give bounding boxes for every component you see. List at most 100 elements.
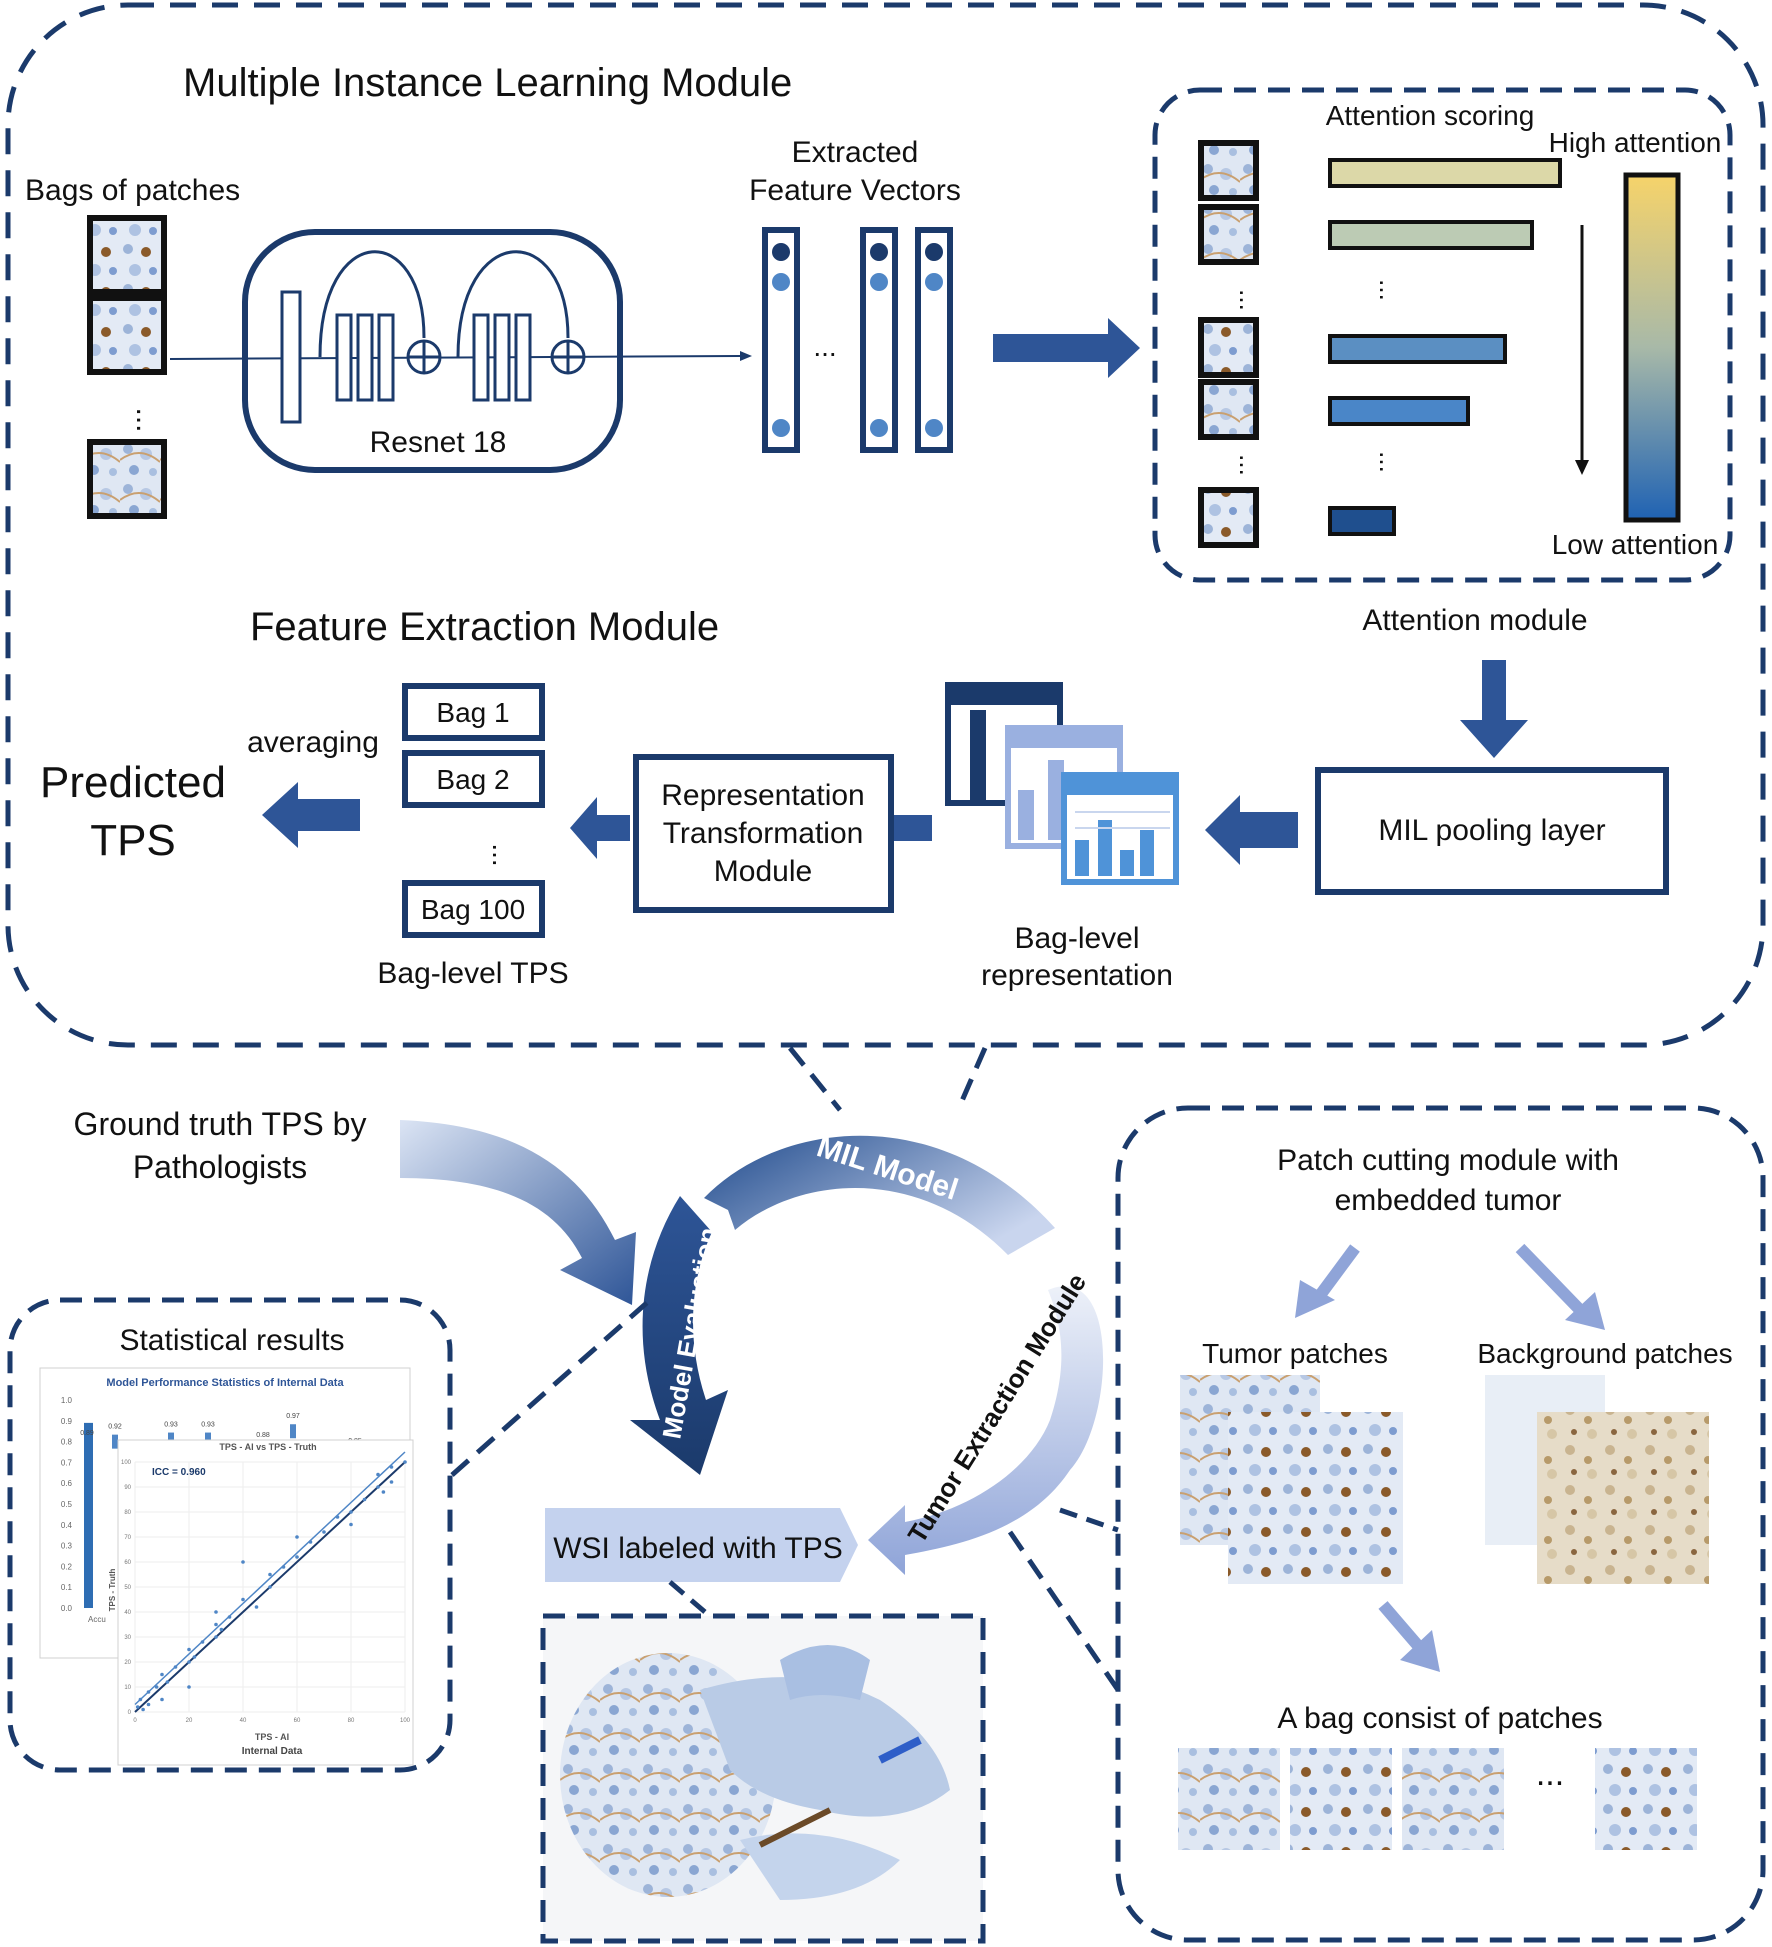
model-evaluation-arc [630,1196,728,1475]
wsi-label: WSI labeled with TPS [553,1532,843,1565]
scatter-y-tick: 70 [124,1535,131,1541]
scatter-xlabel: TPS - AI [255,1732,289,1742]
connector [1007,1530,1121,1692]
bar-value-label: 0.93 [201,1422,215,1429]
scatter-point [160,1697,164,1702]
arrow-to-predicted [262,782,360,848]
wsi-slide-image [560,1645,950,1900]
bag-level-rep-label: Bag-level [1014,922,1139,955]
down-arrow [1378,1601,1425,1652]
feature-vector [915,227,953,453]
scatter-x-tick: 100 [400,1718,411,1724]
bag-patch [1595,1748,1697,1850]
patch-cutting-title: Patch cutting module with [1277,1144,1619,1177]
scatter-point [349,1522,353,1527]
resnet-layer [280,290,302,424]
mil-module-title: Multiple Instance Learning Module [183,61,792,105]
bar-y-tick: 0.5 [61,1500,73,1509]
connector [1059,1507,1119,1533]
connector [788,1046,842,1112]
bar [112,1434,118,1449]
bar-y-tick: 0.2 [61,1562,73,1571]
scatter-point [154,1685,159,1689]
attention-colorbar [1623,172,1681,523]
skip-connection [318,250,426,358]
skip-connection [456,250,570,358]
scatter-x-tick: 60 [294,1718,301,1724]
feature-extraction-title: Feature Extraction Module [250,605,719,649]
scatter-x-tick: 80 [348,1718,355,1724]
bar-y-tick: 0.3 [61,1542,73,1551]
scatter-point [308,1540,313,1544]
patch-thumb [87,215,167,295]
scatter-point [281,1565,286,1569]
icc-label: ICC = 0.960 [152,1467,206,1478]
scatter-y-tick: 80 [124,1510,131,1516]
ground-truth-label: Ground truth TPS by [74,1106,367,1142]
averaging-label: averaging [247,726,379,759]
resnet-layer [514,313,532,402]
bag-patch-ellipsis: ... [1536,1755,1564,1793]
arrow-to-attention [993,318,1140,378]
scatter-y-tick: 60 [124,1560,131,1566]
bar-y-tick: 0.8 [61,1438,73,1447]
scatter-point [295,1535,299,1539]
scatter-point [389,1465,394,1469]
patch-cutting-frame [1115,1105,1766,1943]
mil-module-frame [5,2,1766,1048]
vertical-dots: ... [1374,451,1404,473]
scatter-y-tick: 50 [124,1585,131,1591]
scatter-ylabel: TPS - Truth [108,1569,117,1612]
attention-bars [1328,158,1562,536]
scatter-point [268,1585,272,1589]
predicted-label: Predicted [40,758,226,807]
resnet-block [242,229,623,473]
feature-vectors-label: Feature Vectors [749,174,961,207]
scatter-point [241,1560,245,1564]
low-attention-label: Low attention [1552,529,1719,560]
rtm-box [633,754,894,913]
bar-value-label: 0.92 [108,1424,122,1431]
scatter-x-tick: 40 [240,1718,247,1724]
bags-of-patches-label: Bags of patches [25,174,240,207]
scatter-title: TPS - AI vs TPS - Truth [219,1442,316,1452]
bar-y-tick: 0.1 [61,1583,73,1592]
bag-label: Bag 1 [436,697,509,728]
ground-truth-label-2: Pathologists [133,1149,307,1185]
scatter-point [403,1460,407,1464]
statistics-frame [7,1297,453,1773]
attention-bar [1328,158,1562,188]
mil-pooling-label: MIL pooling layer [1378,814,1605,847]
bag-box [402,683,545,741]
connector [450,1298,652,1477]
vertical-dots: ... [487,843,518,866]
bar-value-label: 0.88 [256,1432,270,1439]
scatter-point [138,1697,143,1702]
scatter-point [165,1680,170,1684]
split-arrow [1313,1244,1360,1302]
bag-consist-label: A bag consist of patches [1277,1702,1602,1735]
connector [668,1580,707,1614]
input-line [169,355,741,360]
feature-vector [762,227,800,453]
scatter-caption: Internal Data [242,1746,303,1757]
attention-patch [1198,204,1259,265]
bag-level-rep-label-2: representation [981,959,1173,992]
scatter-point [349,1510,353,1514]
scatter-point [187,1685,191,1689]
attention-module-frame [1152,87,1733,583]
arrow-pooling-to-bags [1205,795,1298,865]
bag-box [402,750,545,808]
wsi-label-banner [545,1508,858,1582]
bar [84,1422,93,1608]
scatter-point [268,1572,272,1577]
scatter-point [376,1472,380,1477]
bar-value-label: 0.93 [164,1422,178,1429]
scatter-point [241,1597,245,1602]
resnet-layer [335,313,353,402]
bar-y-tick: 0.0 [61,1604,73,1613]
background-patch-image [1537,1412,1709,1584]
bag-box [402,880,545,938]
attention-bar [1328,220,1534,250]
scatter-point [214,1610,218,1614]
